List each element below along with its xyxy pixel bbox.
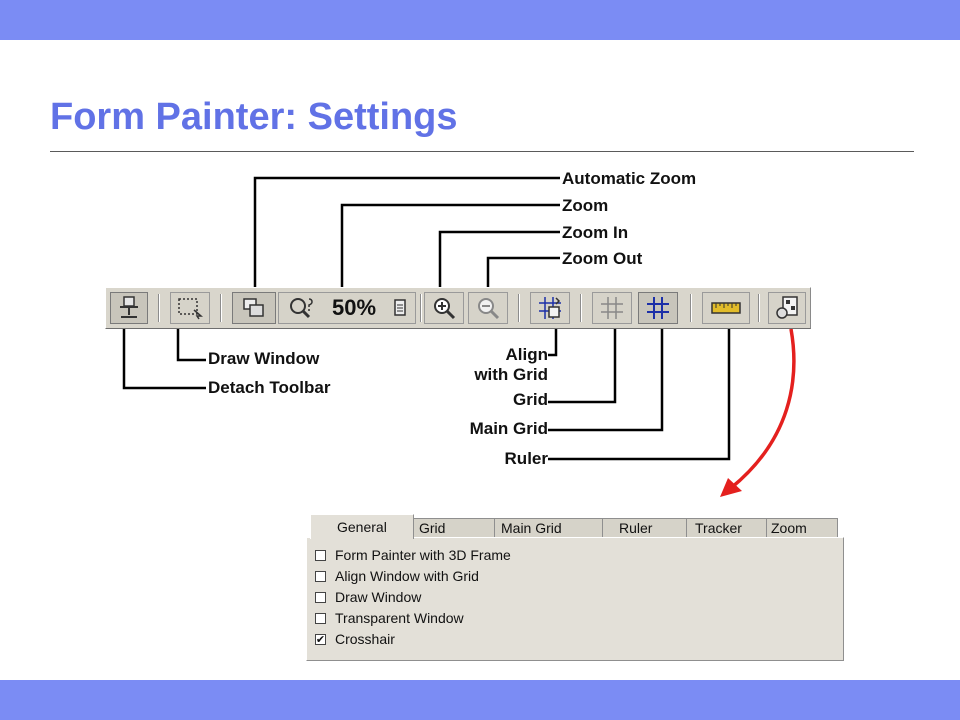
checkbox[interactable]: ✔: [315, 632, 326, 646]
settings-icon: [776, 296, 798, 319]
settings-dialog: General Grid Main Grid Ruler Tracker Zoo…: [306, 514, 844, 661]
dropdown-list-icon: [394, 299, 406, 316]
zoom-in-icon: [434, 298, 456, 320]
toolbar-separator: [690, 294, 692, 322]
pin-icon: [120, 296, 138, 318]
overlapping-windows-icon: [243, 298, 264, 317]
callout-zoom-out: Zoom Out: [562, 249, 643, 268]
tab-main-grid[interactable]: Main Grid: [494, 518, 604, 538]
toolbar-separator: [580, 294, 582, 322]
leader-draw-window: [176, 327, 206, 362]
automatic-zoom-button[interactable]: [232, 292, 276, 324]
tab-general[interactable]: General: [310, 514, 414, 539]
checkbox[interactable]: [315, 570, 326, 582]
leader-grid: [548, 327, 617, 404]
callout-detach-toolbar: Detach Toolbar: [208, 378, 331, 397]
zoom-out-button[interactable]: [468, 292, 508, 324]
detach-toolbar-button[interactable]: [110, 292, 148, 324]
zoom-in-button[interactable]: [424, 292, 464, 324]
tab-ruler[interactable]: Ruler: [602, 518, 688, 538]
grid-button[interactable]: [592, 292, 632, 324]
zoom-control[interactable]: 50%: [278, 292, 416, 324]
settings-button[interactable]: [768, 292, 806, 324]
leader-main-grid: [548, 327, 664, 432]
option-transparent-window[interactable]: Transparent Window: [315, 609, 464, 627]
callout-align-line1: Align: [505, 345, 549, 364]
option-crosshair[interactable]: ✔ Crosshair: [315, 631, 395, 647]
callout-zoom: Zoom: [562, 196, 609, 215]
grid-icon: [601, 297, 623, 319]
top-band: [0, 0, 960, 40]
checkbox[interactable]: [315, 591, 326, 603]
callout-zoom-in: Zoom In: [562, 223, 629, 242]
callout-align-line2: with Grid: [474, 365, 548, 384]
callout-grid: Grid: [513, 390, 548, 409]
tab-grid[interactable]: Grid: [412, 518, 498, 538]
option-form-painter-3d-frame[interactable]: Form Painter with 3D Frame: [315, 546, 511, 564]
callout-main-grid: Main Grid: [469, 419, 548, 438]
leader-zoom: [340, 203, 560, 289]
callout-draw-window: Draw Window: [208, 349, 320, 368]
toolbar-separator: [758, 294, 760, 322]
option-draw-window[interactable]: Draw Window: [315, 588, 421, 606]
main-grid-button[interactable]: [638, 292, 678, 324]
callout-ruler: Ruler: [504, 449, 548, 468]
leader-align-with-grid: [548, 327, 558, 357]
bottom-band: [0, 680, 960, 720]
ruler-icon: [711, 302, 741, 314]
leader-detach-toolbar: [122, 327, 206, 390]
selection-rectangle-icon: [178, 298, 203, 320]
tab-zoom[interactable]: Zoom: [766, 518, 838, 538]
toolbar-separator: [220, 294, 222, 322]
red-arrowhead: [720, 478, 742, 497]
title-underline: [50, 151, 914, 152]
slide-title: Form Painter: Settings: [50, 96, 458, 138]
tab-tracker[interactable]: Tracker: [686, 518, 768, 538]
align-with-grid-button[interactable]: [530, 292, 570, 324]
leader-zoom-out: [486, 256, 560, 289]
red-arrow-curve: [729, 328, 796, 490]
main-grid-icon: [647, 297, 669, 319]
leader-ruler: [548, 327, 731, 461]
toolbar-separator: [420, 294, 422, 322]
leader-zoom-in: [438, 230, 560, 289]
draw-window-button[interactable]: [170, 292, 210, 324]
checkbox[interactable]: [315, 612, 326, 624]
toolbar-separator: [158, 294, 160, 322]
callout-automatic-zoom: Automatic Zoom: [562, 169, 697, 188]
option-align-window-with-grid[interactable]: Align Window with Grid: [315, 567, 479, 585]
form-painter-toolbar: 50%: [105, 287, 811, 329]
zoom-magnifier-icon: [290, 298, 313, 319]
ruler-button[interactable]: [702, 292, 750, 324]
general-tab-panel: Form Painter with 3D Frame Align Window …: [306, 537, 844, 661]
toolbar-separator: [518, 294, 520, 322]
zoom-out-icon: [478, 298, 500, 320]
checkbox[interactable]: [315, 549, 326, 561]
zoom-value: 50%: [331, 295, 377, 320]
leader-automatic-zoom: [253, 176, 560, 289]
align-grid-icon: [539, 297, 561, 319]
